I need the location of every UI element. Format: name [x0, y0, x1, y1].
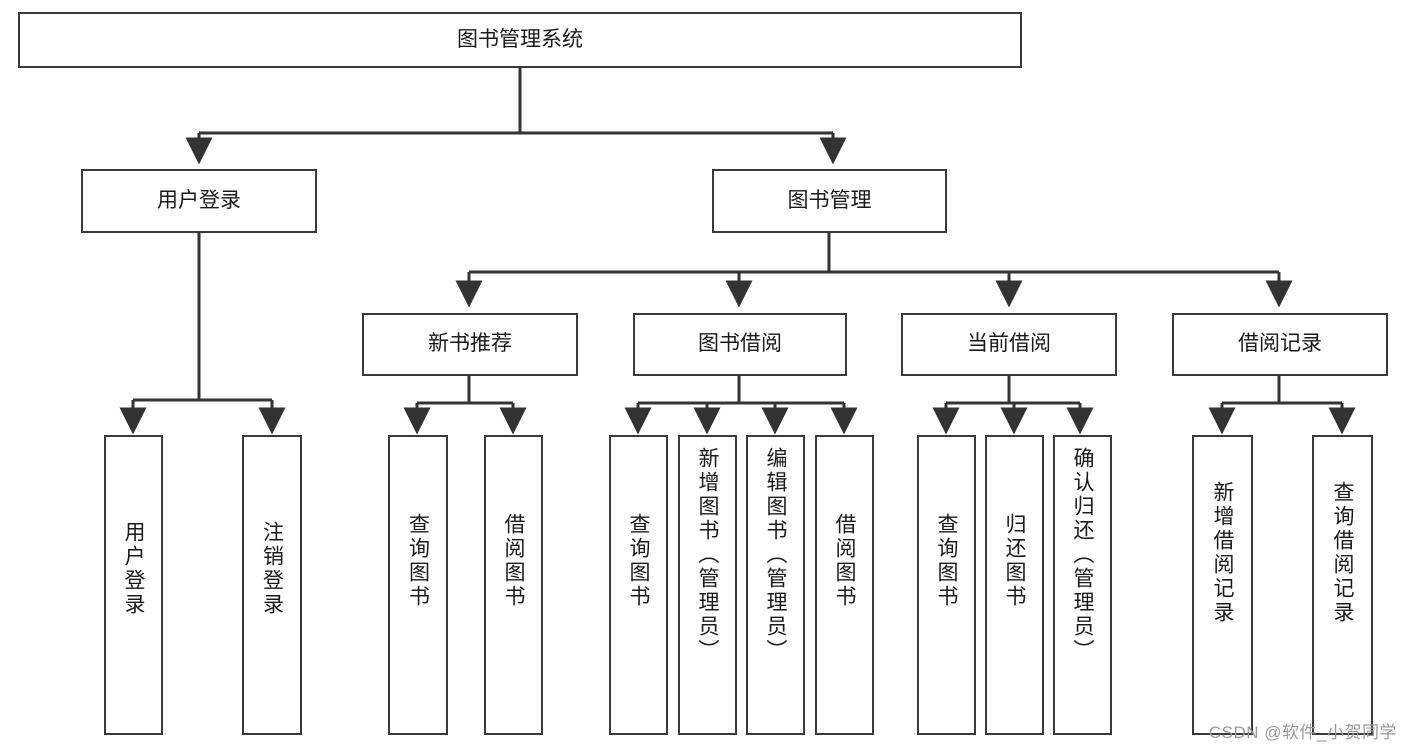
node-label: 借阅记录	[1238, 332, 1322, 356]
leaf-add-book-admin[interactable]: 新增图书（管理员）	[678, 435, 737, 735]
node-label: 借阅图书	[833, 513, 856, 609]
leaf-borrow-book[interactable]: 借阅图书	[815, 435, 874, 735]
node-label: 新增图书（管理员）	[696, 447, 719, 663]
node-current-borrow[interactable]: 当前借阅	[901, 313, 1117, 376]
leaf-query-borrow-record[interactable]: 查询借阅记录	[1312, 435, 1373, 735]
node-label: 图书管理	[787, 188, 872, 212]
node-label: 查询借阅记录	[1331, 481, 1354, 625]
leaf-query-book-current[interactable]: 查询图书	[917, 435, 976, 735]
node-borrow-record[interactable]: 借阅记录	[1172, 313, 1388, 376]
node-label: 新书推荐	[428, 332, 512, 356]
node-label: 借阅图书	[502, 513, 525, 609]
node-label: 用户登录	[122, 521, 145, 617]
node-label: 查询图书	[935, 513, 958, 609]
node-label: 图书借阅	[698, 332, 782, 356]
leaf-query-book-recommend[interactable]: 查询图书	[388, 435, 448, 735]
node-label: 查询图书	[627, 513, 650, 609]
node-label: 用户登录	[157, 188, 241, 212]
node-label: 注销登录	[260, 521, 284, 617]
leaf-query-book-borrow[interactable]: 查询图书	[609, 435, 668, 735]
node-label: 当前借阅	[967, 332, 1051, 356]
node-label: 确认归还（管理员）	[1071, 447, 1094, 663]
leaf-edit-book-admin[interactable]: 编辑图书（管理员）	[746, 435, 805, 735]
watermark: CSDN @软件_小贺同学	[1208, 723, 1397, 742]
node-label: 图书管理系统	[457, 27, 583, 51]
node-label: 新增借阅记录	[1211, 481, 1234, 625]
leaf-return-book[interactable]: 归还图书	[985, 435, 1044, 735]
node-root-library-system[interactable]: 图书管理系统	[18, 12, 1022, 68]
node-new-book-recommend[interactable]: 新书推荐	[362, 313, 578, 376]
leaf-user-login[interactable]: 用户登录	[104, 435, 163, 735]
leaf-confirm-return-admin[interactable]: 确认归还（管理员）	[1053, 435, 1112, 735]
leaf-add-borrow-record[interactable]: 新增借阅记录	[1192, 435, 1253, 735]
node-user-login[interactable]: 用户登录	[81, 169, 317, 233]
node-book-manage[interactable]: 图书管理	[712, 169, 947, 233]
node-label: 归还图书	[1003, 513, 1026, 609]
leaf-borrow-book-recommend[interactable]: 借阅图书	[484, 435, 543, 735]
leaf-logout-login[interactable]: 注销登录	[242, 435, 302, 735]
node-label: 编辑图书（管理员）	[764, 447, 787, 663]
node-label: 查询图书	[406, 513, 430, 609]
node-book-borrow[interactable]: 图书借阅	[633, 313, 847, 376]
